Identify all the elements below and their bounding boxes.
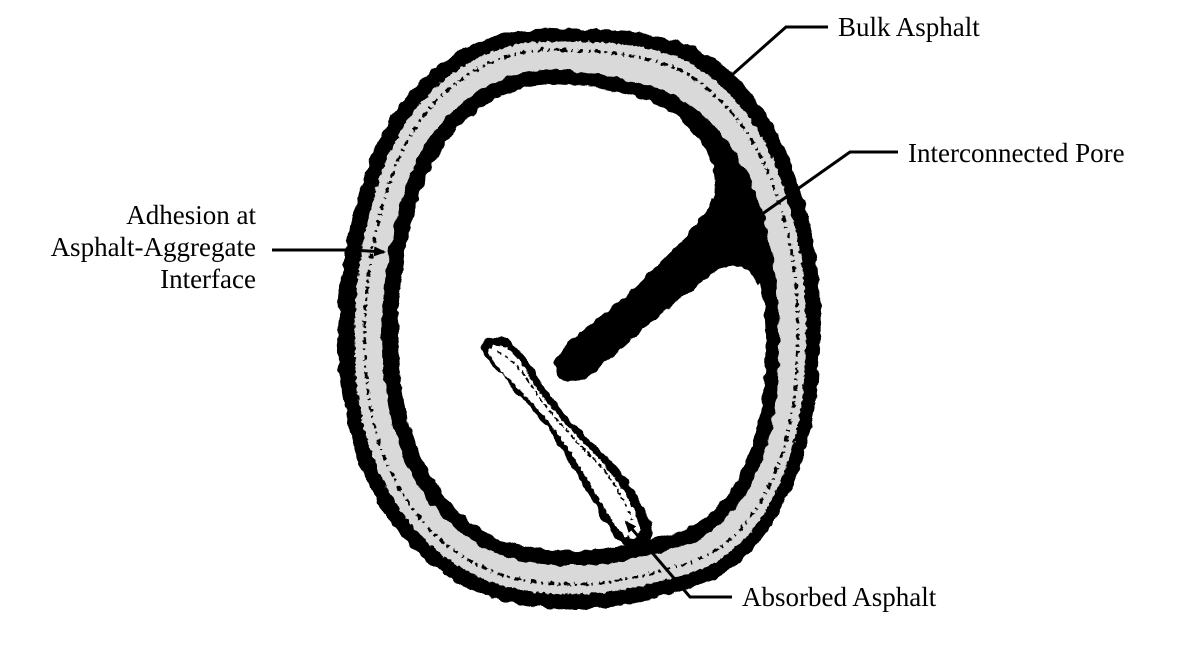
adhesion-label-line2: Asphalt-Aggregate xyxy=(51,232,256,262)
adhesion-label-line1: Adhesion at xyxy=(126,200,256,230)
interconnected-pore-label: Interconnected Pore xyxy=(908,138,1125,168)
bulk-asphalt-leader xyxy=(724,27,828,82)
adhesion-leader xyxy=(272,250,384,252)
adhesion-label-line3: Interface xyxy=(160,264,256,294)
absorbed-asphalt-label: Absorbed Asphalt xyxy=(742,582,937,612)
bulk-asphalt-label: Bulk Asphalt xyxy=(838,12,980,42)
